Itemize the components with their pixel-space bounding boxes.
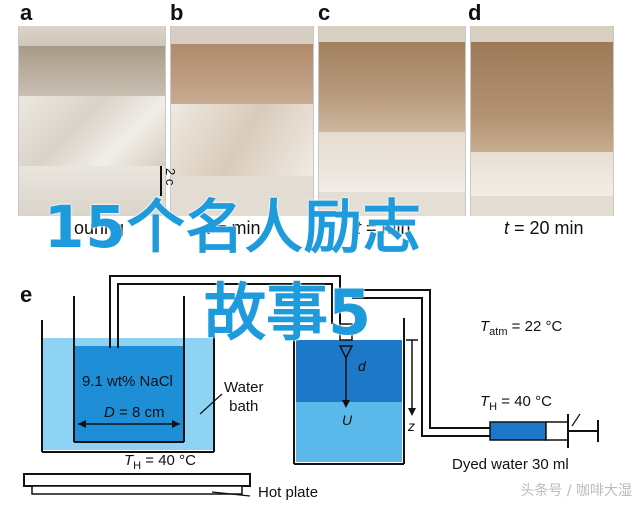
caption-b: t = min: [206, 218, 261, 238]
beaker-photo-a: [18, 26, 166, 216]
beaker-photo-c: [318, 26, 466, 216]
heater-temp-left: TH = 40 °C: [124, 452, 196, 472]
heater-temp-right: TH = 40 °C: [480, 393, 552, 413]
overlay-title-line1: 15个名人励志: [44, 193, 422, 261]
right-tank-lower: [296, 402, 402, 462]
syringe-barrel: [489, 421, 547, 441]
siphon-tube: [109, 275, 341, 348]
overlay-title-line2: 故事5: [204, 276, 372, 349]
inner-beaker-solution: [74, 346, 184, 442]
panel-letter-b: b: [170, 0, 184, 25]
watermark: 头条号 / 咖啡大湿: [520, 483, 632, 499]
caption-d: t = 20 min: [504, 218, 584, 238]
panel-letter-c: c: [318, 0, 331, 25]
scale-bar: [160, 166, 162, 196]
hot-plate: [23, 473, 251, 487]
panel-letter-e: e: [20, 282, 33, 307]
caption-c: t = min: [356, 218, 411, 238]
beaker-photo-b: [170, 26, 314, 216]
solution-label: 9.1 wt% NaCl: [82, 373, 173, 390]
atm-temp-label: Tatm = 22 °C: [480, 318, 563, 338]
hot-plate-label: Hot plate: [258, 484, 319, 501]
z-label: z: [408, 418, 415, 434]
u-label: U: [342, 412, 353, 428]
beaker-photo-d: [470, 26, 614, 216]
caption-a: ouring: [74, 218, 125, 238]
d-label: d: [358, 358, 366, 374]
panel-letter-a: a: [20, 0, 33, 25]
dyed-water-label: Dyed water 30 ml: [452, 456, 569, 473]
diameter-label: D = 8 cm: [104, 404, 165, 421]
panel-letter-d: d: [468, 0, 482, 25]
